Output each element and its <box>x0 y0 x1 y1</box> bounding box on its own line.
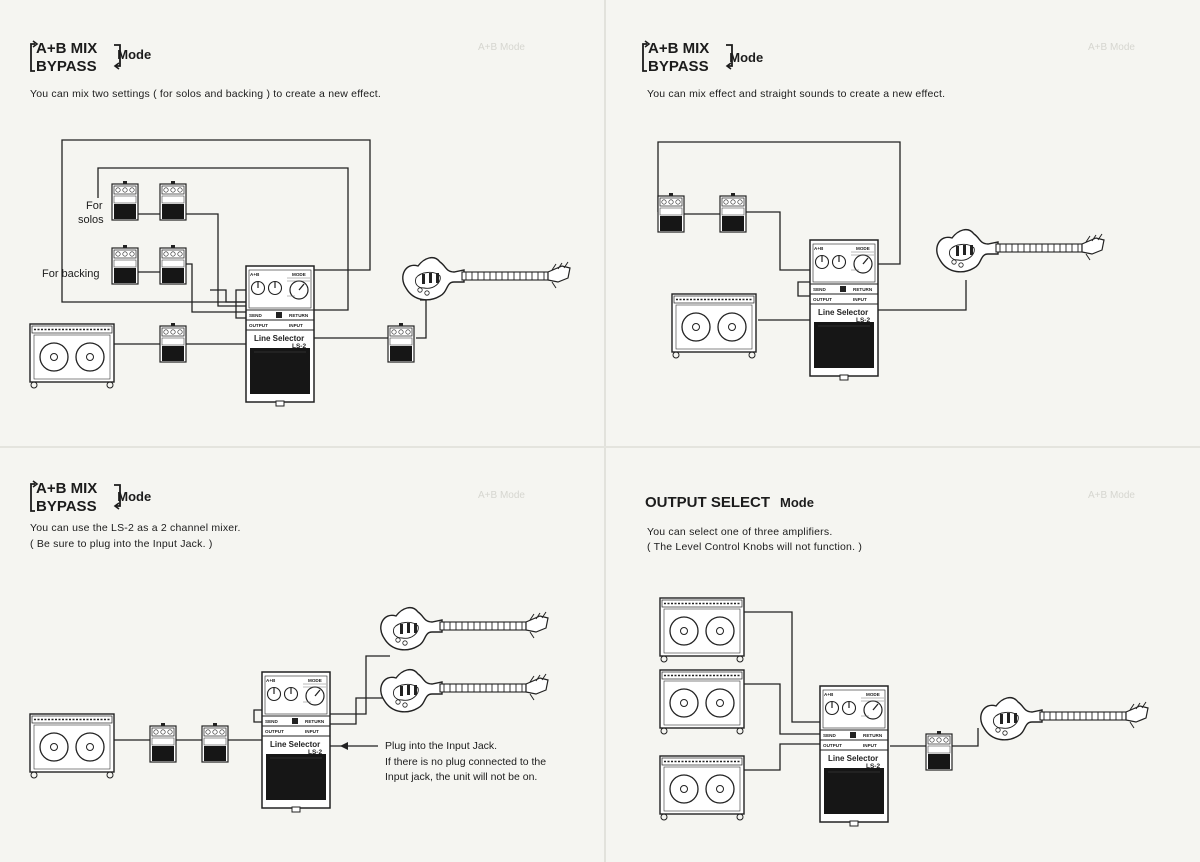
label-for-solos: solos <box>78 214 104 226</box>
amp-1 <box>659 597 745 663</box>
pedal-input <box>387 322 415 363</box>
fold-line-horizontal <box>0 446 1200 448</box>
ls2-output-label: OUTPUT <box>249 323 268 328</box>
bracket-arrow-icon <box>30 480 121 512</box>
pedal-backing-1 <box>111 244 139 285</box>
amp-3 <box>659 755 745 821</box>
title-line1: A+B MIX <box>36 40 98 57</box>
guitar-2 <box>380 668 549 713</box>
guitar <box>402 256 571 301</box>
pedal-output <box>159 322 187 363</box>
diagram-top-right: SEND RETURN OUTPUT INPUT A+B MODE Line S… <box>657 141 1105 381</box>
ls2-model: LS-2 <box>308 749 322 756</box>
pedal-1 <box>657 192 685 233</box>
bracket-arrow-icon <box>30 40 121 72</box>
ls2-ab-label: A+B <box>814 246 824 251</box>
mode-word: Mode <box>729 49 764 65</box>
diagram-bottom-right: SEND RETURN OUTPUT INPUT A+B MODE Line S… <box>659 597 1149 827</box>
bracket-arrow-icon <box>642 40 733 72</box>
pedal-2 <box>201 722 229 763</box>
ls2-input-label: INPUT <box>305 729 319 734</box>
amp <box>671 293 757 359</box>
ls2-model: LS-2 <box>866 763 880 770</box>
panel-description: ( The Level Control Knobs will not funct… <box>647 541 863 553</box>
ls2-send-label: SEND <box>265 719 278 724</box>
mode-title-bracket: A+B MIX BYPASS <box>640 40 733 76</box>
ls2-output-label: OUTPUT <box>265 729 284 734</box>
diagram-bottom-left: SEND RETURN OUTPUT INPUT A+B MODE Line S… <box>29 606 549 813</box>
amp-2 <box>659 669 745 735</box>
pedal-1 <box>149 722 177 763</box>
title-line1: A+B MIX <box>648 40 710 57</box>
ls2-mode-label: MODE <box>866 692 880 697</box>
label-for-backing: For backing <box>42 268 100 280</box>
pedal-backing-2 <box>159 244 187 285</box>
mode-word: Mode <box>117 488 152 504</box>
panel-description: You can use the LS-2 as a 2 channel mixe… <box>30 522 241 534</box>
mode-title-bracket: A+B MIX BYPASS <box>28 480 121 516</box>
ls2-input-label: INPUT <box>863 743 877 748</box>
mode-heading: A+B MIX BYPASS Mode <box>28 40 151 76</box>
mode-title: OUTPUT SELECT <box>645 494 771 511</box>
guitar <box>936 228 1105 273</box>
guitar <box>980 696 1149 741</box>
ghost-text: A+B Mode <box>478 490 525 501</box>
pedal-solo-1 <box>111 180 139 221</box>
title-line2: BYPASS <box>36 498 97 515</box>
input-jack-note: If there is no plug connected to the <box>385 756 547 768</box>
ls2-return-label: RETURN <box>305 719 325 724</box>
ls2-ab-label: A+B <box>824 692 834 697</box>
input-jack-note: Input jack, the unit will not be on. <box>385 771 538 783</box>
ls2-send-label: SEND <box>813 287 826 292</box>
ls2-output-label: OUTPUT <box>813 297 832 302</box>
ghost-text: A+B Mode <box>1088 490 1135 501</box>
ls2-mode-label: MODE <box>308 678 322 683</box>
mode-heading: A+B MIX BYPASS Mode <box>640 40 763 76</box>
ls2-ab-label: A+B <box>250 272 260 277</box>
ls2-model: LS-2 <box>856 317 870 324</box>
ls2-return-label: RETURN <box>863 733 883 738</box>
title-line2: BYPASS <box>648 58 709 75</box>
mode-title-bracket: A+B MIX BYPASS <box>28 40 121 76</box>
ls2-ab-label: A+B <box>266 678 276 683</box>
ls2-output-label: OUTPUT <box>823 743 842 748</box>
amp <box>29 713 115 779</box>
mode-heading: A+B MIX BYPASS Mode <box>28 480 151 516</box>
input-jack-note: Plug into the Input Jack. <box>385 740 498 752</box>
title-line2: BYPASS <box>36 58 97 75</box>
pedal-2 <box>719 192 747 233</box>
guitar-1 <box>380 606 549 651</box>
ls2-send-label: SEND <box>249 313 262 318</box>
ls2-return-label: RETURN <box>853 287 873 292</box>
ls2-mode-label: MODE <box>856 246 870 251</box>
ghost-text: A+B Mode <box>1088 42 1135 53</box>
ls2-input-label: INPUT <box>289 323 303 328</box>
ls2-input-label: INPUT <box>853 297 867 302</box>
ls2-name: Line Selector <box>828 754 878 763</box>
ls2-name: Line Selector <box>254 334 304 343</box>
ls2-mode-label: MODE <box>292 272 306 277</box>
label-for-solos: For <box>86 200 103 212</box>
mode-word: Mode <box>780 495 814 510</box>
ls2-name: Line Selector <box>818 308 868 317</box>
panel-description: ( Be sure to plug into the Input Jack. ) <box>30 538 213 550</box>
title-line1: A+B MIX <box>36 480 98 497</box>
ghost-text: A+B Mode <box>478 42 525 53</box>
ls2-send-label: SEND <box>823 733 836 738</box>
ls2-model: LS-2 <box>292 343 306 350</box>
pedal-input <box>925 730 953 771</box>
ls2-return-label: RETURN <box>289 313 309 318</box>
diagram-top-left: SEND RETURN OUTPUT INPUT A+B MODE Line S… <box>29 139 571 407</box>
pedal-solo-2 <box>159 180 187 221</box>
panel-description: You can mix effect and straight sounds t… <box>647 88 946 100</box>
panel-description: You can mix two settings ( for solos and… <box>30 88 381 100</box>
ls2-name: Line Selector <box>270 740 320 749</box>
amp <box>29 323 115 389</box>
panel-description: You can select one of three amplifiers. <box>647 526 833 538</box>
mode-heading: OUTPUT SELECT Mode <box>645 494 814 511</box>
fold-line-vertical <box>604 0 606 862</box>
mode-word: Mode <box>117 46 152 62</box>
